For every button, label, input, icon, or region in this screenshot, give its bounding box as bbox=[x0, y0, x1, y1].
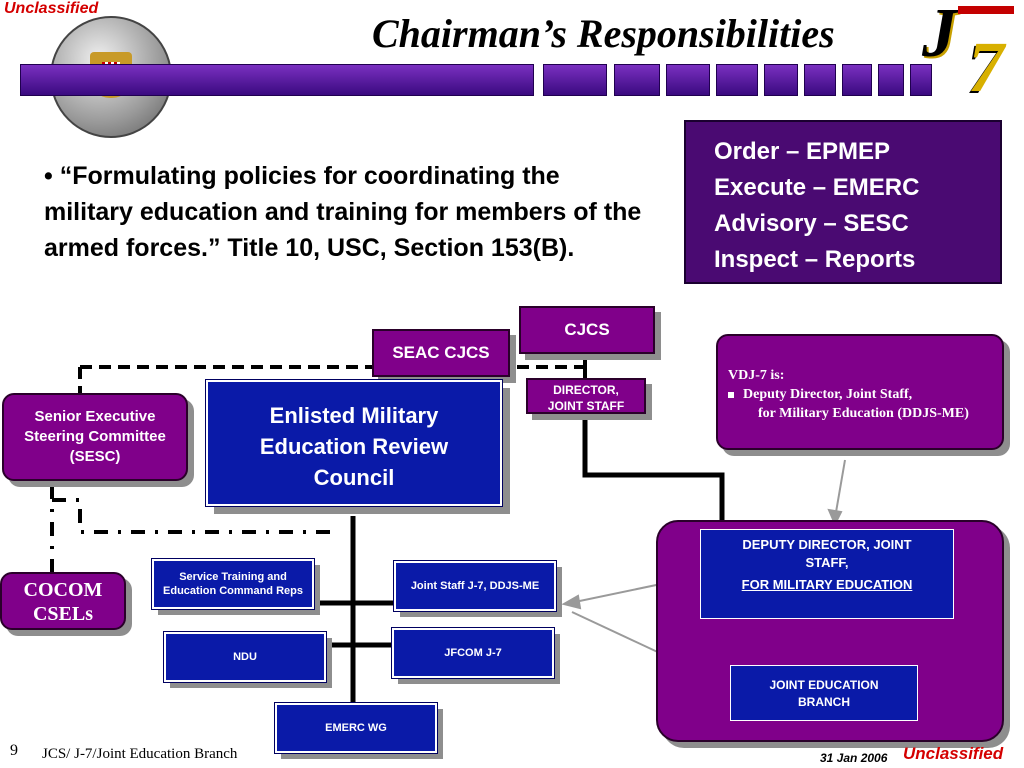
header-stripe-block bbox=[804, 64, 836, 96]
emerc-box: Enlisted Military Education Review Counc… bbox=[205, 379, 503, 507]
j7-logo-bar bbox=[958, 6, 1014, 14]
dashdot-line-bottom bbox=[52, 498, 340, 534]
deputy-director-line1: DEPUTY DIRECTOR, JOINT bbox=[742, 537, 912, 552]
responsibility-execute: Execute – EMERC bbox=[714, 174, 920, 201]
responsibility-order: Order – EPMEP bbox=[714, 138, 891, 165]
seac-cjcs-box: SEAC CJCS bbox=[372, 329, 510, 377]
page-number: 9 bbox=[10, 742, 18, 759]
vdj7-line3: for Military Education (DDJS-ME) bbox=[758, 406, 969, 421]
j7-logo: J 7 bbox=[922, 0, 1022, 107]
cocom-csels-box: COCOM CSELs bbox=[0, 572, 126, 630]
vdj7-box: VDJ-7 is: Deputy Director, Joint Staff, … bbox=[716, 334, 1004, 450]
deputy-director-line2: STAFF, bbox=[805, 555, 849, 570]
jfcom-j7-box: JFCOM J-7 bbox=[391, 627, 555, 679]
emerc-line1: Enlisted Military bbox=[269, 403, 439, 428]
vdj7-line1: VDJ-7 is: bbox=[728, 368, 785, 383]
responsibility-advisory: Advisory – SESC bbox=[714, 210, 909, 237]
footer-org: JCS/ J-7/Joint Education Branch bbox=[42, 746, 238, 762]
jeb-line1: JOINT EDUCATION bbox=[769, 678, 879, 692]
vdj7-line2: Deputy Director, Joint Staff, bbox=[743, 387, 913, 402]
classification-bottom: Unclassified bbox=[903, 744, 1004, 763]
responsibility-inspect: Inspect – Reports bbox=[714, 246, 916, 273]
emerc-line2: Education Review bbox=[259, 434, 449, 459]
header-stripe-block bbox=[764, 64, 798, 96]
header-stripe-block bbox=[666, 64, 710, 96]
vdj7-bullet-row: Deputy Director, Joint Staff, bbox=[728, 385, 1002, 404]
deputy-director-box: DEPUTY DIRECTOR, JOINT STAFF, FOR MILITA… bbox=[700, 529, 954, 619]
page-title: Chairman’s Responsibilities bbox=[372, 11, 835, 56]
footer-date: 31 Jan 2006 bbox=[820, 751, 888, 765]
sesc-line1: Senior Executive bbox=[34, 408, 156, 425]
emerc-line3: Council bbox=[313, 465, 395, 490]
bullet-text: • “Formulating policies for coordinating… bbox=[44, 162, 642, 262]
header-stripe-block bbox=[543, 64, 607, 96]
sesc-line3: (SESC) bbox=[69, 448, 121, 465]
emerc-wg-box: EMERC WG bbox=[274, 702, 438, 754]
responsibilities-box: Order – EPMEP Execute – EMERC Advisory –… bbox=[684, 120, 1002, 284]
arrow-vdj7 bbox=[834, 459, 846, 519]
line-director-deputy bbox=[582, 416, 725, 530]
cocom-line2: CSELs bbox=[32, 603, 94, 625]
ndu-box: NDU bbox=[163, 631, 327, 683]
service-training-line2: Education Command Reps bbox=[163, 585, 303, 597]
j7-logo-seven: 7 bbox=[968, 27, 1004, 107]
service-training-line1: Service Training and bbox=[179, 571, 287, 583]
classification-top: Unclassified bbox=[4, 0, 99, 17]
director-line2: JOINT STAFF bbox=[547, 399, 625, 413]
header-stripe-block bbox=[842, 64, 872, 96]
square-bullet-icon bbox=[728, 391, 734, 398]
cjcs-box: CJCS bbox=[519, 306, 655, 354]
joint-education-branch-box: JOINT EDUCATION BRANCH bbox=[730, 665, 918, 721]
director-line1: DIRECTOR, bbox=[553, 383, 619, 397]
j7-logo-j: J bbox=[922, 0, 957, 72]
cocom-line1: COCOM bbox=[23, 579, 103, 601]
deputy-director-line3: FOR MILITARY EDUCATION bbox=[741, 577, 913, 592]
sesc-box: Senior Executive Steering Committee (SES… bbox=[2, 393, 188, 481]
sesc-line2: Steering Committee bbox=[24, 428, 166, 445]
header-stripe-block bbox=[716, 64, 758, 96]
director-joint-staff-box: DIRECTOR, JOINT STAFF bbox=[526, 378, 646, 414]
jeb-line2: BRANCH bbox=[798, 695, 850, 709]
header-stripe-main bbox=[20, 64, 534, 96]
header-stripe-block bbox=[614, 64, 660, 96]
header-stripe-block bbox=[910, 64, 932, 96]
joint-staff-j7-box: Joint Staff J-7, DDJS-ME bbox=[393, 560, 557, 612]
header-stripe-block bbox=[878, 64, 904, 96]
service-training-box: Service Training and Education Command R… bbox=[151, 558, 315, 610]
